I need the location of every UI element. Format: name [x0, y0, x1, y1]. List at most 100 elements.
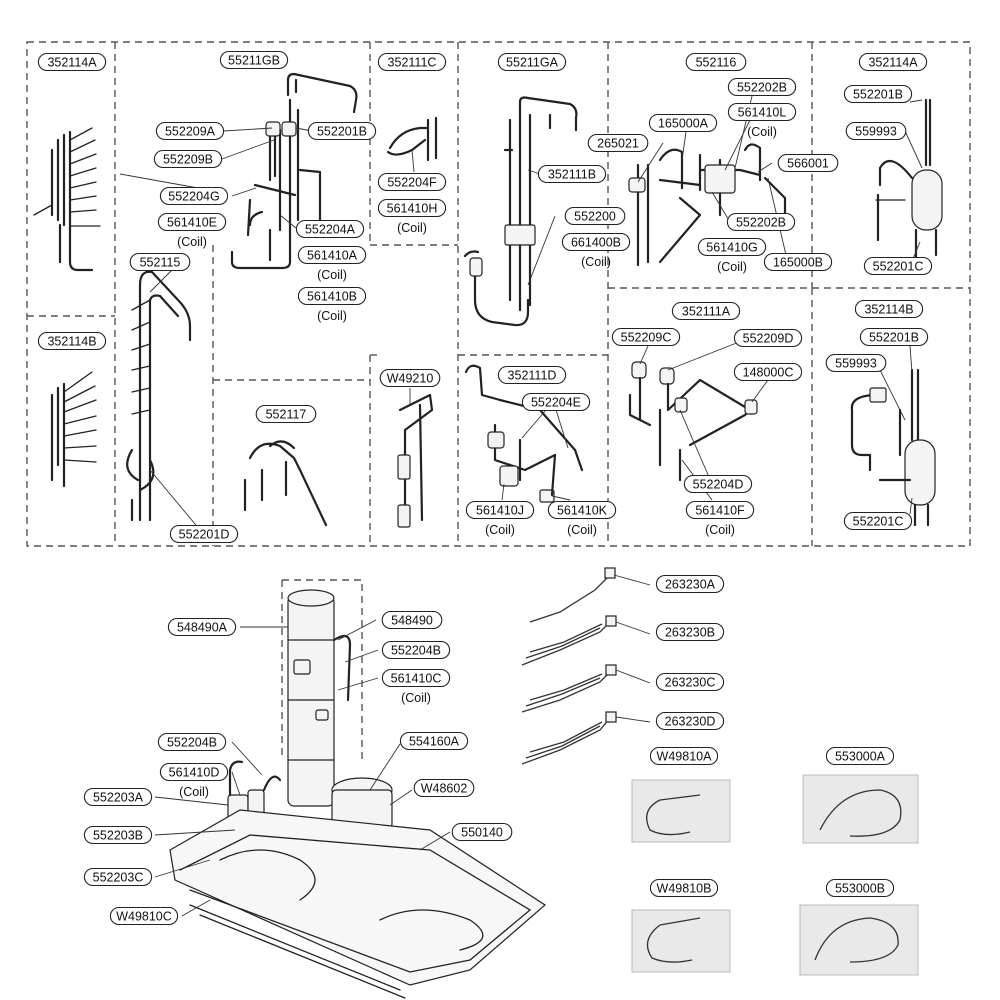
part-number-text: 352111C	[388, 56, 437, 70]
part-number-text: 552204A	[305, 223, 356, 237]
part-label-552204g: 552204G	[159, 186, 229, 206]
part-label-548490: 548490	[381, 610, 443, 630]
part-number-text: 263230C	[665, 676, 716, 690]
part-number-text: 552116	[696, 56, 737, 70]
part-label-w49810b: W49810B	[649, 878, 719, 898]
label-pill	[379, 368, 441, 388]
label-pill	[413, 778, 475, 798]
part-label-w49810a: W49810A	[649, 746, 719, 766]
part-number-text: 561410B	[307, 290, 357, 304]
coil-note: (Coil)	[747, 125, 777, 139]
part-number-text: 561410F	[695, 504, 745, 518]
part-label-265021: 265021	[587, 133, 649, 153]
part-number-text: 552209D	[743, 332, 794, 346]
label-pill	[83, 825, 153, 845]
header-pipe-art-2	[50, 371, 97, 488]
part-label-552201b_r1: 552201B	[843, 84, 913, 104]
part-label-552201c_r2: 552201C	[843, 511, 913, 531]
part-number-text: 561410D	[169, 766, 220, 780]
label-pill	[655, 574, 725, 594]
label-pill	[157, 732, 227, 752]
part-label-552117: 552117	[255, 404, 317, 424]
part-label-552203b: 552203B	[83, 825, 153, 845]
part-number-text: 561410H	[387, 202, 438, 216]
part-label-552209b: 552209B	[153, 149, 223, 169]
part-label-552209c: 552209C	[611, 327, 681, 347]
label-pill	[465, 500, 535, 520]
label-pill	[587, 133, 649, 153]
label-pill	[381, 668, 451, 688]
part-number-text: 552201B	[869, 331, 919, 345]
coil-note: (Coil)	[581, 255, 611, 269]
label-pill	[167, 617, 237, 637]
part-number-text: 552204D	[693, 478, 744, 492]
part-label-w49210: W49210	[379, 368, 441, 388]
part-label-552201b_m: 552201B	[307, 121, 377, 141]
long-u-pipe-art	[126, 270, 192, 522]
part-label-55211gb: 55211GB	[219, 50, 289, 70]
coil-note: (Coil)	[485, 523, 515, 537]
four-way-valve-art	[628, 143, 787, 267]
part-label-553000a: 553000A	[825, 746, 895, 766]
part-label-552203a: 552203A	[83, 787, 153, 807]
label-pill	[497, 365, 567, 385]
coil-note: (Coil)	[317, 309, 347, 323]
label-pill	[155, 121, 225, 141]
part-label-352114a_r: 352114A	[858, 52, 928, 72]
part-label-55211ga: 55211GA	[497, 52, 567, 72]
label-pill	[129, 252, 191, 272]
part-label-552209a: 552209A	[155, 121, 225, 141]
label-pill	[763, 252, 833, 272]
label-pill	[159, 186, 229, 206]
part-number-text: 552201B	[853, 88, 903, 102]
label-pill	[825, 878, 895, 898]
label-pill	[377, 198, 447, 218]
part-number-text: 566001	[787, 157, 829, 171]
coil-note: (Coil)	[401, 691, 431, 705]
part-label-263230c: 263230C	[655, 672, 725, 692]
label-pill	[37, 52, 107, 72]
harness-art	[521, 567, 617, 765]
part-label-552204b_b: 552204B	[157, 732, 227, 752]
label-pill	[671, 301, 741, 321]
part-number-text: 559993	[835, 357, 877, 371]
part-label-552204b_t: 552204B	[381, 640, 451, 660]
accumulator-art-2	[850, 368, 936, 527]
part-number-text: 552201D	[179, 528, 230, 542]
label-pill	[863, 256, 933, 276]
part-number-text: 553000B	[835, 882, 885, 896]
label-pill	[858, 52, 928, 72]
part-number-text: 552209C	[621, 331, 672, 345]
part-label-548490a: 548490A	[167, 617, 237, 637]
label-pill	[611, 327, 681, 347]
part-label-661400b: 661400B(Coil)	[561, 232, 631, 269]
part-label-554160a: 554160A	[399, 731, 469, 751]
part-label-352111c: 352111C	[377, 52, 447, 72]
part-label-552204a: 552204A	[295, 219, 365, 239]
part-number-text: 552204E	[531, 396, 581, 410]
part-label-552209d: 552209D	[733, 328, 803, 348]
part-number-text: 552201C	[873, 260, 924, 274]
coil-note: (Coil)	[717, 260, 747, 274]
label-pill	[109, 906, 179, 926]
part-number-text: 552201C	[853, 515, 904, 529]
label-pill	[854, 299, 924, 319]
part-label-148000c: 148000C	[733, 362, 803, 382]
part-label-561410c: 561410C(Coil)	[381, 668, 451, 705]
part-label-552116: 552116	[685, 52, 747, 72]
part-label-561410a: 561410A(Coil)	[297, 245, 367, 282]
label-pill	[561, 232, 631, 252]
part-label-561410e: 561410E(Coil)	[157, 212, 227, 249]
label-pill	[655, 711, 725, 731]
valve-pipe-assembly-art	[230, 72, 358, 270]
part-number-text: 561410G	[706, 241, 757, 255]
label-pill	[859, 327, 929, 347]
part-label-w48602: W48602	[413, 778, 475, 798]
part-label-552204f: 552204F	[377, 172, 447, 192]
part-number-text: 561410J	[476, 504, 524, 518]
part-number-text: 352111B	[548, 168, 596, 182]
coil-note: (Coil)	[177, 235, 207, 249]
label-pill	[451, 822, 513, 842]
part-label-553000b: 553000B	[825, 878, 895, 898]
part-label-552204d: 552204D	[683, 474, 753, 494]
